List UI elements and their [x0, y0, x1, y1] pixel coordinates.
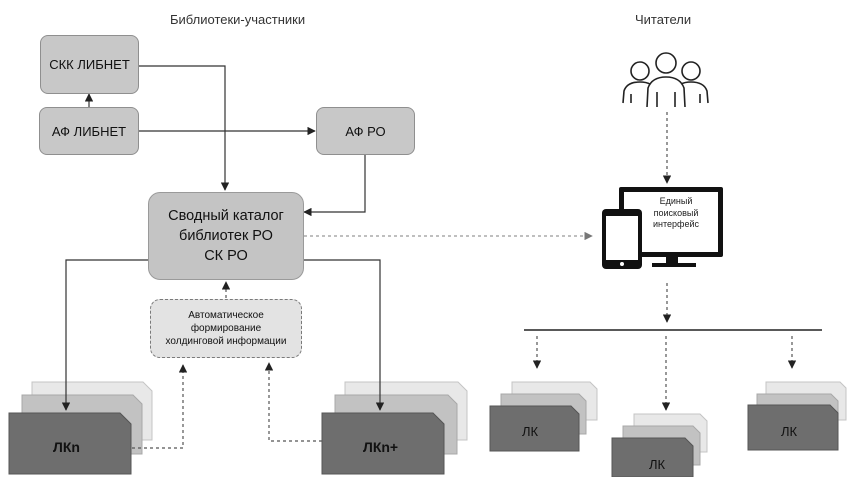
auto-line-3: холдинговой информации	[165, 336, 287, 347]
interface-line-1: Единый	[659, 196, 693, 206]
lk-stack-1	[489, 381, 598, 452]
lk-label-3: ЛК	[781, 424, 798, 439]
af-ro-label: АФ РО	[345, 123, 386, 139]
auto-line-1: Автоматическое	[188, 310, 264, 321]
interface-line-2: поисковый	[653, 207, 699, 218]
dashed-connectors	[132, 112, 797, 449]
catalog-line-2: библиотек РО	[179, 228, 273, 244]
interface-line-3: интерфейс	[653, 219, 699, 229]
consolidated-catalog-box: Сводный каталог библиотек РО СК РО	[148, 192, 304, 280]
af-libnet-label: АФ ЛИБНЕТ	[51, 123, 127, 139]
lkn-stack	[8, 381, 153, 475]
catalog-line-3: СК РО	[204, 248, 248, 264]
readers-header: Читатели	[635, 12, 692, 27]
search-interface-label: Единый поисковый интерфейс	[644, 196, 708, 231]
solid-connectors	[61, 65, 822, 411]
lkn-label: ЛКn	[53, 439, 80, 455]
auto-line-2: формирование	[190, 323, 262, 334]
skk-libnet-label: СКК ЛИБНЕТ	[49, 57, 130, 72]
af-libnet-box: АФ ЛИБНЕТ	[39, 107, 139, 155]
lk-label-2: ЛК	[649, 457, 666, 472]
people-icon	[622, 52, 709, 108]
skk-libnet-box: СКК ЛИБНЕТ	[40, 35, 139, 94]
catalog-line-1: Сводный каталог	[168, 208, 284, 224]
lkn-plus-label: ЛКn+	[363, 439, 399, 455]
lk-stack-2	[611, 413, 708, 477]
tablet-icon	[602, 209, 642, 269]
af-ro-box: АФ РО	[316, 107, 415, 155]
lkn-plus-stack	[321, 381, 468, 475]
libraries-header: Библиотеки-участники	[170, 12, 306, 27]
auto-holdings-box: Автоматическое формирование холдинговой …	[150, 299, 302, 358]
lk-stack-3	[747, 381, 847, 451]
lk-label-1: ЛК	[522, 424, 539, 439]
